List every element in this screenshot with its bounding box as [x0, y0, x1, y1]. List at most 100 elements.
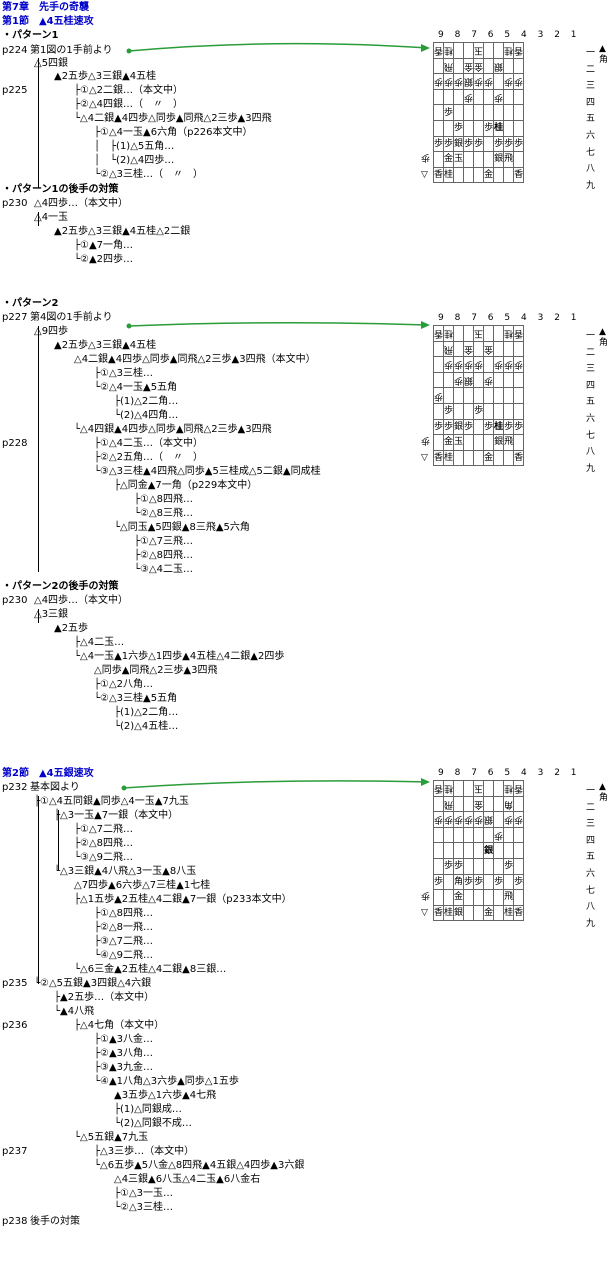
board-square: 歩 — [463, 88, 475, 106]
board-square — [503, 57, 515, 75]
board-square: 飛 — [503, 889, 515, 906]
board-square — [443, 371, 455, 389]
board-file-label: 3 — [537, 30, 544, 40]
variation-line: 後手の対策 — [30, 1216, 80, 1227]
board-square: 歩 — [513, 356, 525, 373]
tree-guide — [38, 609, 39, 623]
board-square — [443, 387, 455, 404]
board-square: 金 — [443, 434, 455, 451]
variation-line: └(2)△4五桂… — [114, 721, 179, 732]
shogi-piece: 飛 — [504, 154, 514, 165]
board-square: 歩 — [463, 811, 475, 828]
variation-line: ├①△3三桂… — [94, 368, 154, 379]
board-square: 歩 — [463, 418, 475, 436]
board-rank-label: 二 — [586, 347, 596, 358]
variation-line: ├③△7二飛… — [94, 936, 154, 947]
board-square: 香 — [432, 166, 445, 184]
board-square — [493, 387, 505, 404]
board-square — [513, 88, 525, 106]
variation-line: ├(1)△2二角… — [114, 707, 179, 718]
board-square — [503, 104, 515, 121]
board-square — [463, 434, 475, 451]
board-rank-label: 一 — [586, 48, 596, 58]
board-square — [453, 842, 465, 859]
page-ref: p235 — [2, 978, 28, 989]
board-square: 銀 — [493, 434, 505, 451]
shogi-piece: 歩 — [434, 876, 444, 887]
variation-line: ├△1五歩▲2五桂△4二銀▲7一銀（p233本文中） — [74, 894, 292, 905]
board-rank-label: 七 — [586, 147, 596, 158]
shogi-piece: 桂 — [444, 328, 454, 339]
board-square: 桂 — [443, 42, 455, 59]
board-file-label: 4 — [521, 768, 527, 778]
board-file-label: 9 — [438, 768, 444, 778]
shogi-piece: 桂 — [444, 783, 454, 794]
board-square — [483, 104, 495, 121]
shogi-piece: 玉 — [474, 328, 484, 339]
board-square: 歩 — [513, 73, 525, 90]
shogi-piece: 金 — [464, 343, 474, 354]
tree-guide — [38, 326, 39, 572]
sente-hand: 歩 — [421, 890, 431, 900]
shogi-piece: 銀 — [464, 76, 474, 87]
board-rank-label: 八 — [586, 447, 596, 458]
shogi-piece: 金 — [454, 892, 464, 903]
variation-line: ▲2五歩△3三銀▲4五桂 — [54, 340, 157, 351]
board-square — [483, 151, 495, 168]
board-square — [463, 904, 475, 922]
shogi-piece: 飛 — [444, 343, 454, 354]
pattern2-title: ・パターン2 — [2, 298, 59, 309]
board-square — [432, 88, 445, 106]
shogi-piece: 歩 — [484, 421, 494, 432]
board-square — [483, 42, 495, 59]
shogi-piece: 歩 — [454, 814, 464, 825]
shogi-piece: 歩 — [464, 421, 474, 432]
variation-line: 第4図の1手前より — [30, 312, 113, 323]
board-file-label: 6 — [487, 768, 494, 778]
board-square: 桂 — [503, 42, 515, 59]
board-square — [513, 842, 525, 859]
shogi-piece: 歩 — [504, 421, 514, 432]
board-rank-label: 二 — [586, 64, 596, 75]
board-square — [493, 780, 505, 797]
board-rank-label: 九 — [586, 918, 596, 929]
board-file-label: 2 — [554, 313, 560, 323]
board-square — [483, 325, 495, 342]
shogi-piece: 歩 — [474, 406, 484, 417]
variation-line: │ └(2)△4四歩… — [94, 155, 175, 166]
shogi-piece: 歩 — [514, 814, 524, 825]
board-square: 金 — [453, 889, 465, 906]
board-square: 銀 — [463, 371, 475, 389]
shogi-piece: 金 — [484, 170, 494, 181]
variation-line: ├(1)△2二角… — [114, 396, 179, 407]
board-square: 歩 — [453, 857, 465, 875]
variation-line: └△6三金▲2五桂△4二銀▲8三銀… — [74, 964, 227, 975]
shogi-piece: 歩 — [444, 421, 454, 432]
board-file-label: 7 — [471, 313, 477, 323]
shogi-piece: 歩 — [444, 406, 454, 417]
shogi-piece: 歩 — [464, 92, 474, 103]
board-square: 香 — [513, 449, 525, 467]
board-file-label: 8 — [454, 768, 461, 778]
variation-line: 第1図の1手前より — [30, 45, 113, 56]
board-square: 歩 — [473, 873, 485, 891]
shogi-piece: 銀 — [494, 154, 504, 165]
board-rank-label: 四 — [586, 97, 596, 108]
page-ref: p232 — [2, 782, 28, 793]
board-square — [432, 151, 445, 168]
board-square — [503, 119, 515, 137]
board-square — [513, 57, 525, 75]
variation-line: ├②△2五角…（ 〃 ） — [94, 452, 204, 463]
board-square: 歩 — [503, 418, 515, 436]
board-square: 歩 — [443, 857, 455, 875]
board-square — [493, 340, 505, 358]
page-ref: p238 — [2, 1216, 28, 1227]
board-square — [473, 151, 485, 168]
board-square — [493, 42, 505, 59]
board-square: 歩 — [493, 873, 505, 891]
board-square — [513, 826, 525, 844]
board-file-label: 3 — [537, 768, 544, 778]
shogi-piece: 歩 — [494, 876, 504, 887]
shogi-piece: 歩 — [474, 76, 484, 87]
variation-line: └(2)△4四角… — [114, 410, 179, 421]
